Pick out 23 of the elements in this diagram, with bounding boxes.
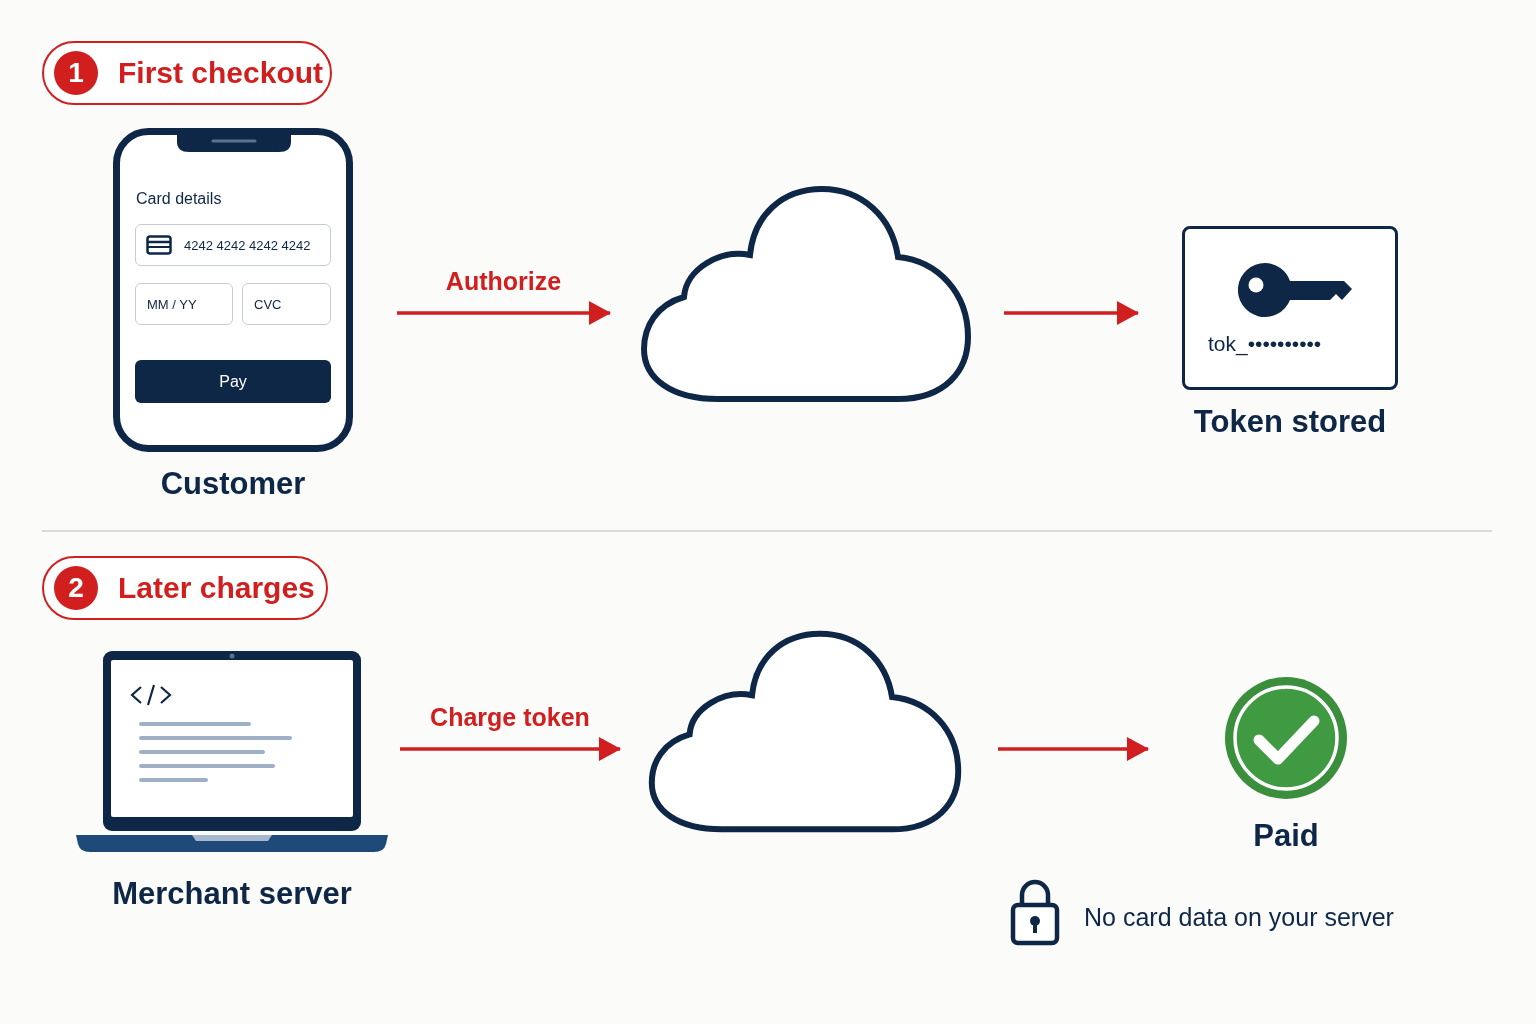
arrow	[397, 301, 611, 325]
edge-label: Authorize	[444, 267, 563, 296]
step-number: 1	[54, 51, 98, 95]
step-number: 2	[54, 566, 98, 610]
step-title: Later charges	[118, 571, 315, 605]
step-title: First checkout	[118, 56, 324, 90]
device-caption: Customer	[159, 466, 307, 502]
input-field: MM / YY	[135, 283, 233, 325]
token-caption: Token stored	[1192, 404, 1388, 440]
form-heading: Card details	[136, 190, 222, 208]
arrow	[400, 737, 621, 761]
input-field: CVC	[242, 283, 331, 325]
step-pill	[42, 556, 328, 620]
arrow	[998, 737, 1149, 761]
edge-label: Charge token	[429, 703, 591, 732]
status-caption: Paid	[1252, 818, 1320, 854]
note-text: No card data on your server	[1084, 903, 1394, 932]
arrow	[1004, 301, 1139, 325]
pay-button: Pay	[135, 360, 331, 403]
step-pill	[42, 41, 332, 105]
device-caption: Merchant server	[111, 876, 353, 912]
card-number-field: 4242 4242 4242 4242	[135, 224, 331, 266]
token-value: tok_••••••••••	[1208, 332, 1322, 356]
